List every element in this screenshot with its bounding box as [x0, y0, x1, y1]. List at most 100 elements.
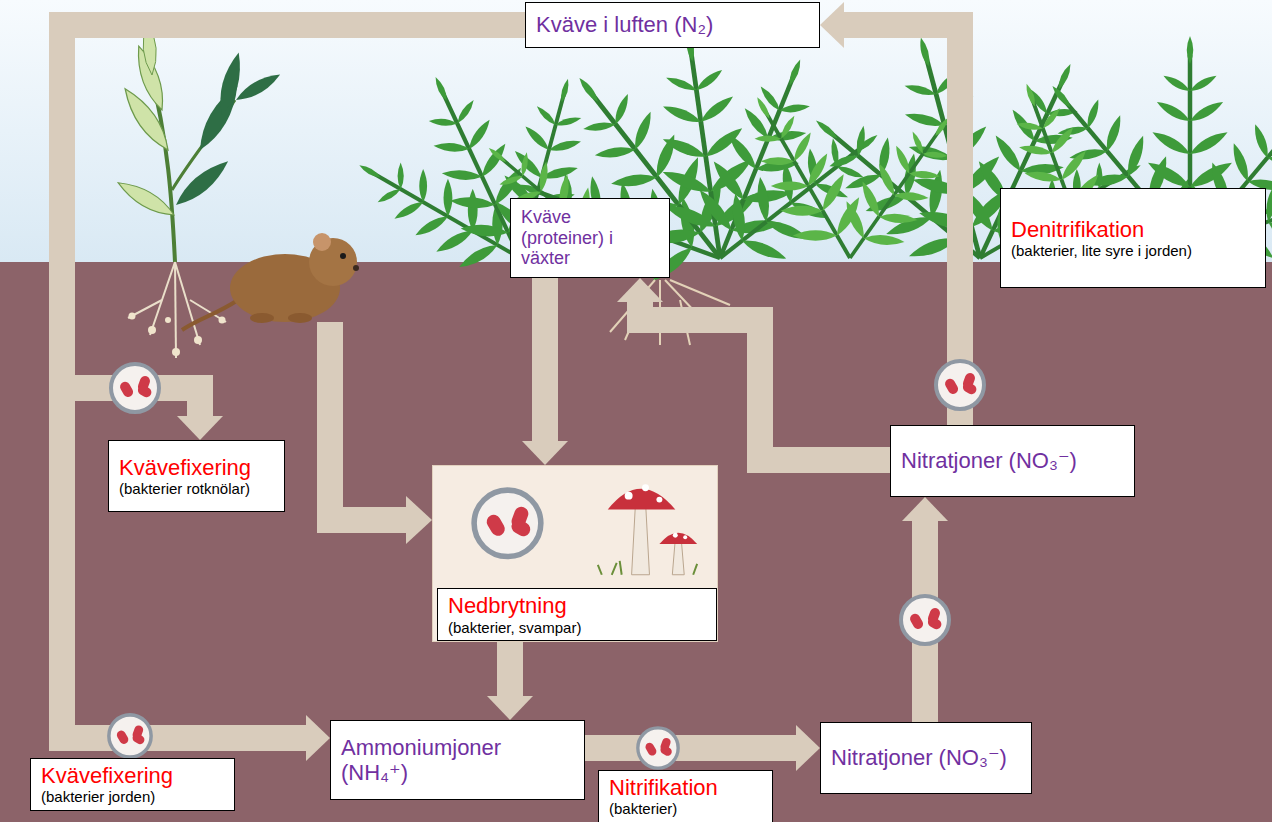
legume-plant [165, 317, 171, 323]
bacteria-symbol [109, 715, 151, 757]
bacteria-symbol [901, 596, 949, 644]
legume-plant [114, 20, 178, 221]
legume-plant [194, 336, 202, 344]
nitrogen-flow-arrow [585, 725, 820, 771]
flow-band [62, 25, 525, 416]
arrowhead [522, 441, 568, 465]
flow-band [532, 278, 558, 441]
arrowhead [796, 725, 820, 771]
substance-name: Kväve (proteiner) i växter [521, 207, 659, 269]
decomposition-panel: Nedbrytning(bakterier, svampar) [432, 465, 718, 642]
process-name: Nedbrytning [448, 593, 706, 618]
substance-name: Kväve i luften (N₂) [536, 12, 809, 37]
mushrooms [672, 539, 684, 575]
substance-name: Nitratjoner (NO₃⁻) [831, 745, 1021, 770]
mouse [182, 233, 359, 330]
mushrooms [598, 484, 697, 574]
legume-plant [150, 262, 175, 335]
legume-plant [129, 313, 226, 357]
legume-plant [192, 81, 245, 155]
mushrooms [656, 497, 662, 503]
mouse [288, 313, 312, 323]
flow-band [844, 25, 960, 425]
process-note: (bakterier, lite syre i jorden) [1011, 242, 1255, 259]
nitrogen-flow-arrow [487, 642, 533, 720]
arrowhead [902, 497, 948, 521]
nitrogen-flow-arrow [522, 278, 568, 465]
arrowhead [617, 278, 663, 302]
legume-plant [171, 51, 283, 211]
substance-box: Kväve i luften (N₂) [525, 2, 820, 48]
process-note: (bakterier jorden) [41, 788, 224, 805]
legume-plant [148, 326, 156, 334]
process-note: (bakterier) [609, 800, 762, 817]
legume-plant [118, 84, 175, 155]
substance-box: Nitratjoner (NO₃⁻) [890, 425, 1135, 497]
label-panel: Nedbrytning(bakterier, svampar) [437, 588, 717, 641]
nitrogen-flow-arrow [902, 497, 948, 722]
bacteria-symbol [474, 490, 541, 556]
animal-to-decomposition-band [330, 322, 406, 520]
mushrooms [673, 533, 678, 538]
substance-box: Kväve (proteiner) i växter [510, 198, 670, 278]
substance-name: Nitratjoner (NO₃⁻) [901, 448, 1124, 473]
process-box: Nitrifikation(bakterier) [598, 770, 773, 822]
substance-name: Ammoniumjoner (NH₄⁺) [341, 735, 574, 786]
process-box: Kvävefixering(bakterier jorden) [30, 758, 235, 811]
process-name: Nitrifikation [609, 775, 762, 800]
bacteria-symbol [111, 364, 159, 412]
mushrooms [598, 561, 697, 575]
legume-plant [219, 317, 226, 324]
mouse [182, 300, 238, 330]
mushrooms [659, 533, 697, 544]
arrowhead [306, 715, 330, 761]
process-name: Kvävefixering [119, 455, 274, 480]
arrowhead [820, 2, 844, 48]
fern-foliage [786, 84, 1011, 294]
bacteria-symbol [936, 361, 984, 409]
legume-plant [114, 176, 178, 221]
process-box: Kvävefixering(bakterier rotknölar) [108, 440, 285, 512]
process-name: Kvävefixering [41, 763, 224, 788]
process-note: (bakterier, svampar) [448, 619, 706, 636]
fern-foliage [339, 24, 1272, 302]
plant-roots [670, 280, 730, 305]
substance-box: Nitratjoner (NO₃⁻) [820, 722, 1032, 794]
mouse [250, 313, 274, 323]
fern-foliage [676, 42, 844, 276]
mouse [340, 253, 346, 259]
legume-plant [175, 262, 176, 358]
process-name: Denitrifikation [1011, 217, 1255, 242]
legume-plant [129, 313, 136, 320]
mushrooms [625, 492, 633, 500]
arrowhead [406, 496, 432, 544]
mouse [313, 233, 331, 251]
nitrogen-flow-arrow [62, 25, 525, 761]
arrowhead [487, 696, 533, 720]
process-box: Denitrifikation(bakterier, lite syre i j… [1000, 188, 1266, 288]
legume-plant [215, 51, 246, 117]
flow-band [585, 735, 796, 761]
nitrogen-flow-arrow [820, 2, 960, 425]
mouse [353, 265, 359, 271]
fern-foliage-light [722, 77, 886, 279]
substance-box: Ammoniumjoner (NH₄⁺) [330, 720, 585, 800]
legume-plant [128, 262, 226, 358]
legume-plant [172, 348, 180, 356]
flow-band [497, 642, 523, 696]
mushrooms [608, 489, 676, 510]
mushrooms [683, 535, 687, 539]
bacteria-symbol [638, 728, 678, 768]
mushrooms [632, 502, 650, 575]
flow-band [640, 302, 890, 460]
legume-plant [171, 155, 233, 211]
nitrogen-flow-arrow [62, 25, 525, 440]
nitrogen-flow-arrow [617, 278, 890, 460]
legume-plant [233, 69, 283, 105]
arrowhead [177, 416, 223, 440]
mushrooms [642, 484, 649, 491]
process-note: (bakterier rotknölar) [119, 480, 274, 497]
